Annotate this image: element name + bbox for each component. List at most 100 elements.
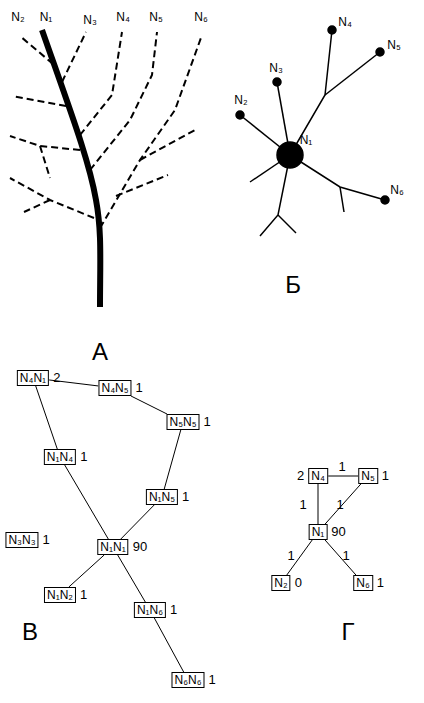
panel-letter: Г — [342, 618, 355, 646]
dashed-branch — [140, 130, 195, 160]
node-weight: 1 — [136, 381, 143, 395]
graph-node-box: N₆N₆1 — [171, 672, 204, 688]
node-name: N₃N₃ — [8, 533, 35, 547]
dashed-branch — [10, 136, 80, 150]
edge-weight: 1 — [287, 548, 294, 563]
dashed-branch — [24, 200, 50, 212]
element-label: N₂ — [234, 93, 247, 107]
graph-edge — [69, 555, 104, 587]
graph-node-box: N₁N₆1 — [134, 602, 166, 618]
terminal-dot — [376, 48, 384, 56]
graph-node-box: N₁N₅1 — [146, 489, 178, 505]
graph-node-box: N₆1 — [353, 575, 373, 591]
node-weight: 1 — [43, 533, 50, 547]
node-name: N₁N₁ — [100, 540, 125, 554]
graph-edge — [154, 618, 183, 672]
node-name: N₁N₆ — [137, 603, 163, 617]
node-name: N₁ — [312, 525, 325, 539]
neuron-drawing — [236, 26, 389, 236]
dashed-branch — [10, 178, 94, 218]
edge-weight: 1 — [336, 497, 343, 512]
neurite — [340, 187, 344, 212]
neurite — [290, 30, 332, 155]
node-weight: 1 — [382, 469, 389, 483]
graph-node-box: N₅1 — [358, 468, 378, 484]
neurite — [325, 52, 380, 95]
graph-node-box: N₄N₁2 — [17, 370, 49, 386]
dashed-branch — [116, 175, 168, 196]
node-name: N₅N₅ — [170, 415, 197, 429]
dashed-branch — [100, 35, 202, 228]
node-name: N₄ — [311, 469, 325, 483]
node-name: N₄N₁ — [20, 371, 46, 385]
node-weight: 1 — [80, 450, 87, 464]
graph-node-box: N₁N₂1 — [44, 587, 76, 603]
graph-node-box: N₃N₃1 — [5, 532, 38, 548]
element-label: N₄ — [338, 15, 352, 29]
element-label: N₆ — [194, 10, 208, 24]
graph-node-box: N₄N₅1 — [98, 380, 131, 396]
dashed-branch — [62, 32, 86, 82]
graph-edge — [325, 540, 356, 575]
terminal-dot — [273, 78, 281, 86]
panel-letter: В — [22, 618, 38, 646]
node-weight: 1 — [80, 588, 87, 602]
element-label: N₅ — [149, 10, 163, 24]
node-weight: 2 — [53, 371, 60, 385]
element-label: N₁ — [40, 10, 53, 24]
node-weight: 0 — [295, 576, 302, 590]
element-label: N₅ — [387, 38, 401, 52]
graph-edge — [131, 396, 167, 414]
node-name: N₁N₄ — [47, 450, 73, 464]
graph-edge — [287, 540, 312, 575]
element-label: N₄ — [116, 10, 130, 24]
neurite — [290, 155, 385, 200]
node-name: N₂ — [274, 576, 287, 590]
node-weight: 2 — [297, 469, 304, 483]
graph-node-box: N₄2 — [308, 468, 328, 484]
graph-edge — [325, 484, 361, 524]
terminal-dot — [236, 111, 244, 119]
dashed-branch — [80, 32, 122, 135]
dashed-branch — [12, 96, 66, 106]
terminal-dot — [328, 26, 336, 34]
node-weight: 90 — [331, 525, 345, 539]
graph-edge — [118, 555, 146, 602]
element-label: N₁ — [300, 133, 313, 147]
connector-layer — [36, 380, 361, 672]
graph-node-box: N₁N₁90 — [97, 539, 128, 555]
edge-weight: 1 — [299, 497, 306, 512]
graph-edge — [36, 386, 58, 449]
terminal-dot — [381, 196, 389, 204]
element-label: N₃ — [83, 13, 97, 27]
graph-edge — [318, 484, 319, 524]
node-weight: 1 — [209, 673, 216, 687]
panel-letter: Б — [285, 271, 301, 299]
tree-drawing — [10, 30, 202, 307]
node-weight: 1 — [182, 490, 189, 504]
node-name: N₁N₅ — [149, 490, 175, 504]
element-label: N₂ — [11, 10, 24, 24]
node-name: N₆N₆ — [174, 673, 201, 687]
element-label: N₃ — [269, 61, 283, 75]
graph-node-box: N₂0 — [271, 575, 290, 591]
dashed-branch — [20, 36, 53, 64]
dashed-branches — [10, 32, 202, 228]
graph-edge — [328, 476, 358, 477]
edge-weight: 1 — [338, 459, 345, 474]
panel-letter: А — [92, 338, 108, 366]
graph-node-box: N₁N₄1 — [44, 449, 76, 465]
element-label: N₆ — [390, 183, 404, 197]
node-name: N₅ — [361, 469, 375, 483]
graph-edge — [65, 465, 109, 539]
edge-weight: 1 — [342, 548, 349, 563]
node-name: N₄N₅ — [101, 381, 128, 395]
node-weight: 1 — [204, 415, 211, 429]
graph-node-box: N₅N₅1 — [167, 414, 200, 430]
node-name: N₆ — [356, 576, 370, 590]
graph-node-box: N₁90 — [309, 524, 328, 540]
dashed-branch — [40, 146, 50, 178]
node-name: N₁N₂ — [47, 588, 73, 602]
neurite — [278, 215, 296, 233]
